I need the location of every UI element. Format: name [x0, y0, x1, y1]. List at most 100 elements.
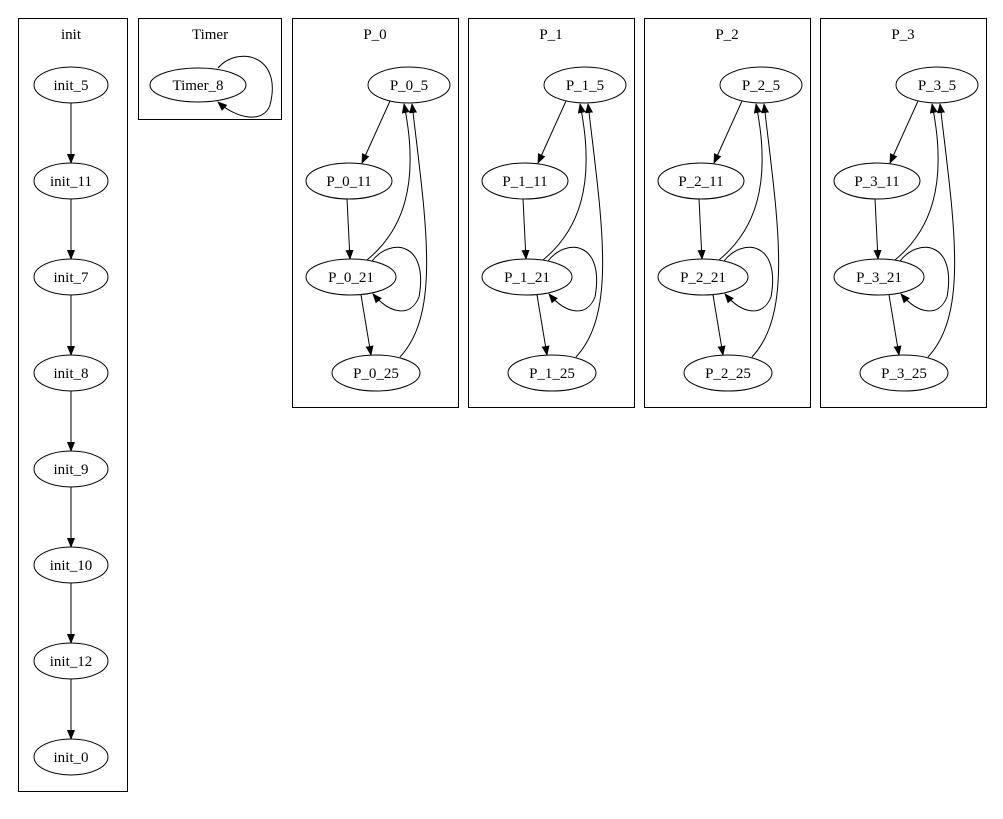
- edge-P_3_11-to-P_3_21: [873, 198, 882, 260]
- node-P_1_11: P_1_11: [481, 162, 569, 200]
- edge-P_0_11-to-P_0_21: [345, 198, 354, 260]
- node-ellipse: [305, 162, 393, 200]
- edge-P_3_21-to-P_3_25: [888, 294, 902, 356]
- edge-P_1_11-to-P_1_21: [521, 198, 530, 260]
- edge-P_2_21-to-P_2_21: [723, 246, 774, 312]
- node-label: init_12: [50, 654, 93, 670]
- edge-P_1_21-to-P_1_21: [547, 246, 598, 312]
- node-ellipse: [33, 66, 109, 104]
- node-P_2_11: P_2_11: [657, 162, 745, 200]
- node-ellipse: [33, 450, 109, 488]
- node-label: P_3_25: [881, 366, 927, 382]
- node-ellipse: [305, 258, 397, 296]
- node-label: Timer_8: [172, 78, 223, 94]
- node-init_11: init_11: [33, 162, 109, 200]
- cluster-border: [292, 18, 459, 408]
- edge-P_0_21-to-P_0_21: [371, 246, 422, 312]
- node-P_0_25: P_0_25: [331, 354, 421, 392]
- cluster-P_1: P_1P_1_5P_1_11P_1_21P_1_25: [468, 18, 635, 408]
- node-P_2_25: P_2_25: [683, 354, 773, 392]
- edge-P_3_21-to-P_3_5: [894, 103, 939, 261]
- edge-P_0_25-to-P_0_5: [399, 103, 428, 358]
- cluster-title: init: [61, 27, 82, 43]
- node-ellipse: [367, 66, 451, 104]
- node-ellipse: [543, 66, 627, 104]
- node-label: P_2_11: [678, 174, 723, 190]
- cluster-P_3: P_3P_3_5P_3_11P_3_21P_3_25: [820, 18, 987, 408]
- cluster-title: Timer: [192, 27, 228, 43]
- cluster-border: [18, 18, 128, 792]
- node-init_7: init_7: [33, 258, 109, 296]
- node-ellipse: [833, 258, 925, 296]
- node-ellipse: [859, 354, 949, 392]
- node-label: init_8: [53, 366, 88, 382]
- node-ellipse: [507, 354, 597, 392]
- node-P_1_5: P_1_5: [543, 66, 627, 104]
- node-Timer_8: Timer_8: [149, 67, 247, 103]
- cluster-title: P_2: [715, 27, 738, 43]
- node-init_8: init_8: [33, 354, 109, 392]
- node-label: P_0_11: [326, 174, 371, 190]
- node-init_12: init_12: [33, 642, 109, 680]
- node-P_3_5: P_3_5: [895, 66, 979, 104]
- edge-P_3_5-to-P_3_11: [889, 100, 919, 164]
- node-label: init_7: [53, 270, 89, 286]
- node-ellipse: [481, 258, 573, 296]
- node-ellipse: [33, 738, 109, 776]
- cluster-border: [138, 18, 282, 120]
- node-P_2_5: P_2_5: [719, 66, 803, 104]
- node-label: P_3_5: [918, 78, 956, 94]
- node-ellipse: [33, 642, 109, 680]
- edge-P_2_21-to-P_2_5: [718, 103, 763, 261]
- node-label: P_2_21: [680, 270, 726, 286]
- node-label: P_3_21: [856, 270, 902, 286]
- cluster-P_2: P_2P_2_5P_2_11P_2_21P_2_25: [644, 18, 811, 408]
- edge-P_2_11-to-P_2_21: [697, 198, 706, 260]
- edge-P_0_21-to-P_0_5: [366, 103, 411, 261]
- node-label: P_1_5: [566, 78, 604, 94]
- edge-P_1_21-to-P_1_25: [536, 294, 550, 356]
- node-init_0: init_0: [33, 738, 109, 776]
- node-label: P_0_5: [390, 78, 428, 94]
- cluster-P_0: P_0P_0_5P_0_11P_0_21P_0_25: [292, 18, 459, 408]
- cluster-border: [820, 18, 987, 408]
- node-init_5: init_5: [33, 66, 109, 104]
- node-label: init_10: [50, 558, 93, 574]
- cluster-title: P_0: [363, 27, 386, 43]
- edge-P_2_25-to-P_2_5: [751, 103, 780, 358]
- node-ellipse: [149, 67, 247, 103]
- edge-P_0_5-to-P_0_11: [361, 100, 391, 164]
- node-label: P_3_11: [854, 174, 899, 190]
- node-ellipse: [657, 258, 749, 296]
- node-P_0_21: P_0_21: [305, 258, 397, 296]
- node-ellipse: [481, 162, 569, 200]
- node-ellipse: [683, 354, 773, 392]
- node-P_1_25: P_1_25: [507, 354, 597, 392]
- edge-P_2_21-to-P_2_25: [712, 294, 726, 356]
- edge-P_3_21-to-P_3_21: [899, 246, 950, 312]
- cluster-title: P_3: [891, 27, 914, 43]
- node-label: init_9: [53, 462, 88, 478]
- node-label: init_0: [53, 750, 88, 766]
- node-ellipse: [719, 66, 803, 104]
- node-label: init_5: [53, 78, 88, 94]
- node-label: P_1_25: [529, 366, 575, 382]
- node-P_3_25: P_3_25: [859, 354, 949, 392]
- edge-P_3_25-to-P_3_5: [927, 103, 956, 358]
- node-label: P_0_21: [328, 270, 374, 286]
- node-P_0_11: P_0_11: [305, 162, 393, 200]
- node-label: init_11: [50, 174, 92, 190]
- node-P_2_21: P_2_21: [657, 258, 749, 296]
- cluster-title: P_1: [539, 27, 562, 43]
- edge-P_1_5-to-P_1_11: [537, 100, 567, 164]
- node-label: P_2_25: [705, 366, 751, 382]
- node-init_10: init_10: [33, 546, 109, 584]
- cluster-border: [644, 18, 811, 408]
- node-label: P_1_21: [504, 270, 550, 286]
- node-P_0_5: P_0_5: [367, 66, 451, 104]
- node-ellipse: [33, 162, 109, 200]
- node-ellipse: [33, 354, 109, 392]
- node-P_3_21: P_3_21: [833, 258, 925, 296]
